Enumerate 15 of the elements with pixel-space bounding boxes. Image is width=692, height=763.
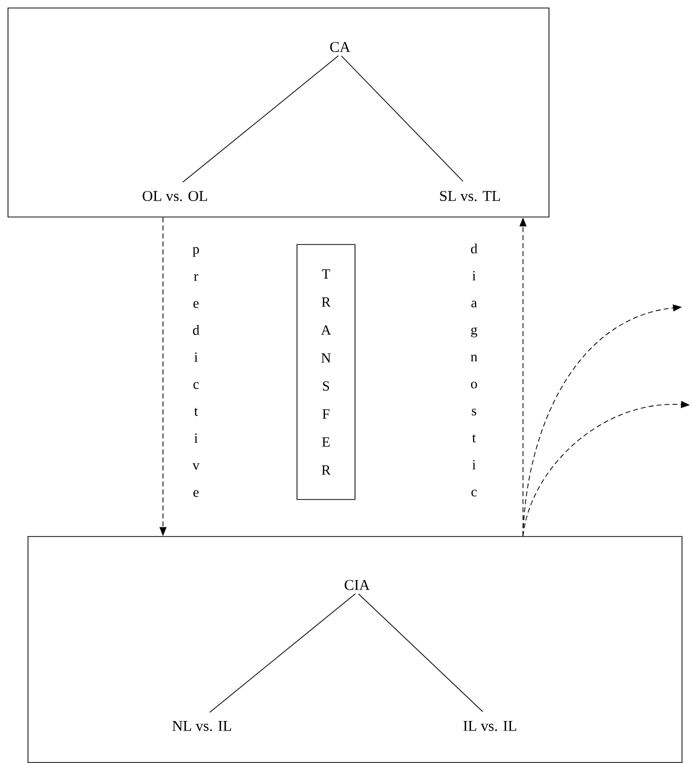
tree-label: SL vs. TL — [440, 190, 500, 202]
frame-box — [8, 8, 550, 218]
tree-label: CIA — [344, 580, 370, 590]
tree-label: IL vs. IL — [463, 721, 516, 732]
tree-label: NL vs. IL — [172, 721, 232, 732]
edge-label: diagnostic — [470, 244, 478, 496]
tree-line — [209, 593, 356, 713]
tree-label: OL vs. OL — [142, 190, 207, 202]
tree-line — [358, 593, 484, 712]
tree-label: CA — [330, 42, 350, 52]
tree-line — [341, 55, 464, 182]
text-box: TRANSFER — [296, 244, 356, 500]
tree-line — [182, 55, 339, 183]
frame-box — [28, 536, 682, 763]
edge-label: predictive — [192, 247, 200, 497]
